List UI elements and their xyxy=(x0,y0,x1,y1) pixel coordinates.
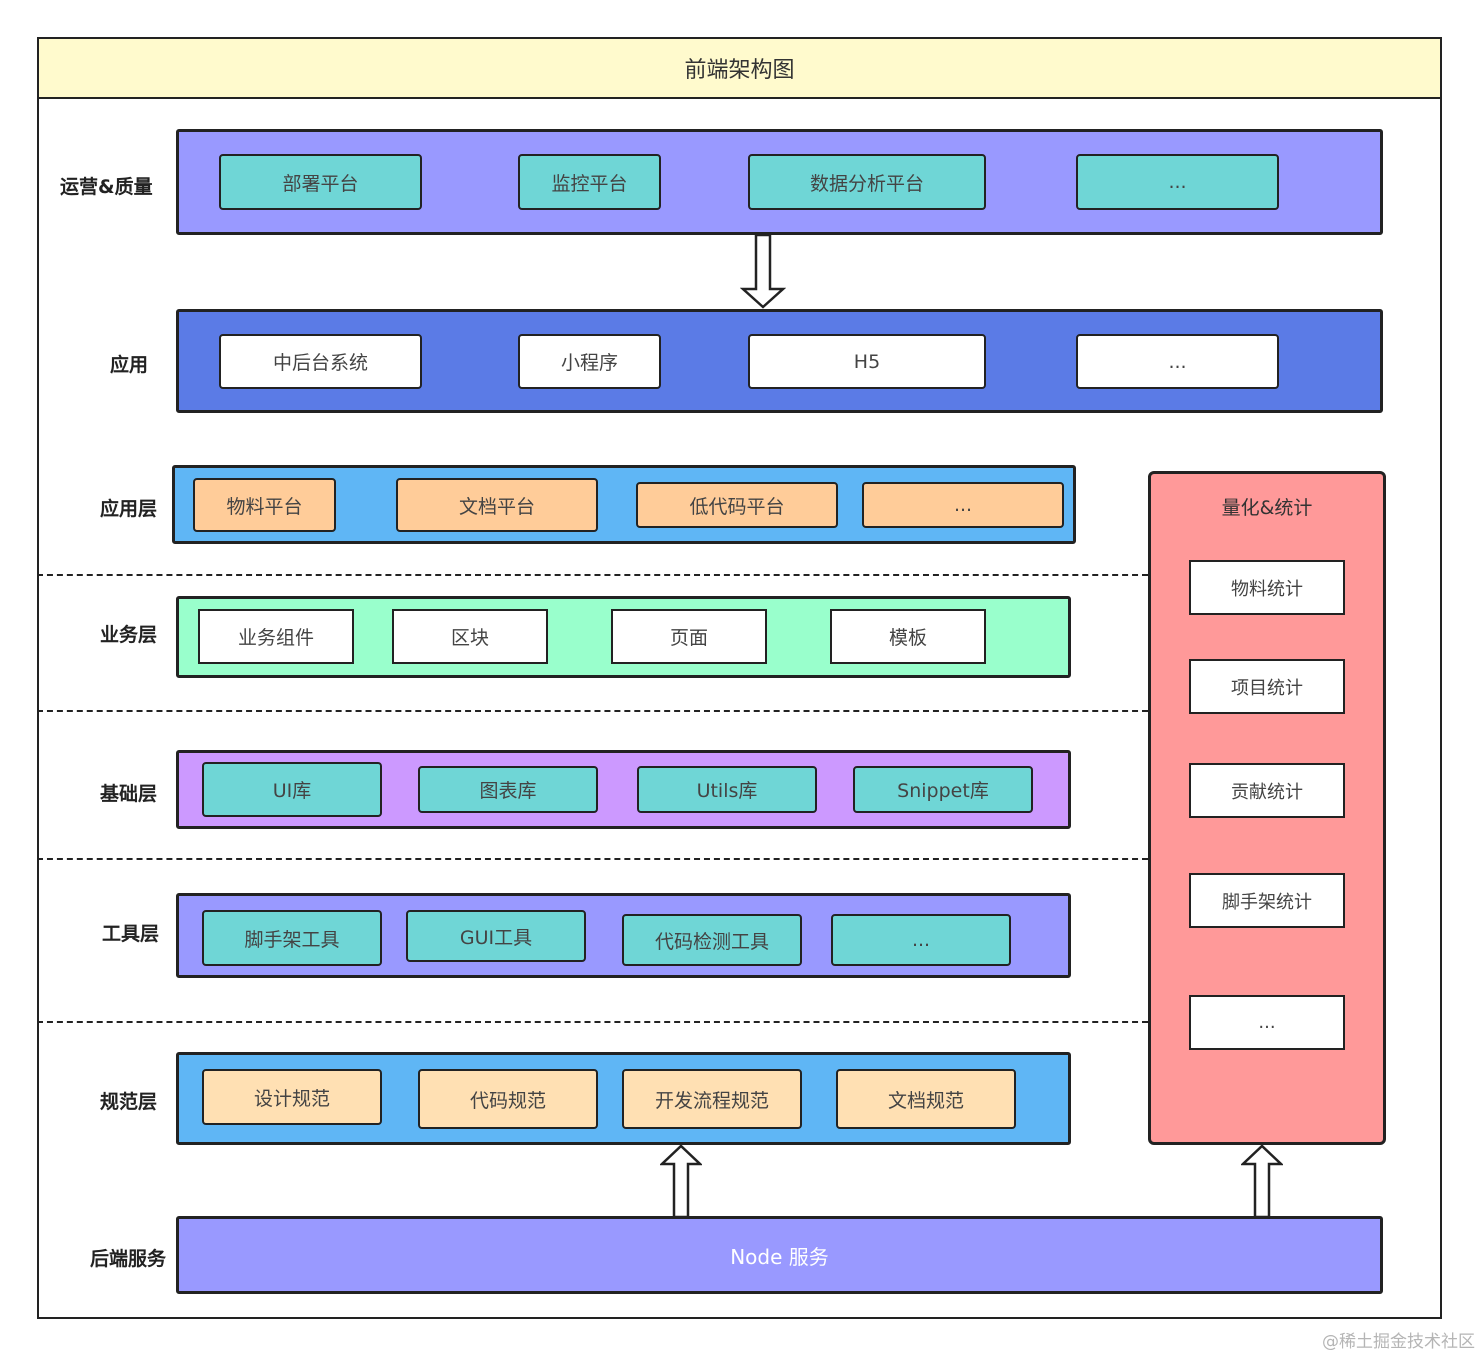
diagram-title: 前端架构图 xyxy=(37,37,1442,99)
biz-item: 业务组件 xyxy=(198,609,354,664)
row-label-base: 基础层 xyxy=(100,783,158,805)
row-label-biz: 业务层 xyxy=(100,624,158,646)
biz-item: 区块 xyxy=(392,609,548,664)
stats-item: 项目统计 xyxy=(1189,659,1345,714)
down-arrow-icon xyxy=(740,235,786,309)
app-item: ... xyxy=(1076,334,1279,389)
applayer-item: 低代码平台 xyxy=(636,482,838,528)
spec-item: 设计规范 xyxy=(202,1069,382,1125)
divider-line xyxy=(37,574,1148,576)
backend-service-label: Node 服务 xyxy=(730,1244,829,1269)
base-item: Utils库 xyxy=(637,766,817,813)
row-label-ops: 运营&质量 xyxy=(60,176,153,198)
row-label-app: 应用 xyxy=(110,354,149,376)
divider-line xyxy=(37,710,1148,712)
biz-item: 页面 xyxy=(611,609,767,664)
applayer-item: ... xyxy=(862,482,1064,528)
ops-item: 监控平台 xyxy=(518,154,661,210)
watermark: @稀土掘金技术社区 xyxy=(1322,1332,1475,1352)
biz-item: 模板 xyxy=(830,609,986,664)
tool-item: 代码检测工具 xyxy=(622,914,802,966)
divider-line xyxy=(37,1021,1148,1023)
app-item: 小程序 xyxy=(518,334,661,389)
spec-item: 开发流程规范 xyxy=(622,1069,802,1129)
stats-title: 量化&统计 xyxy=(1221,497,1313,519)
app-item: 中后台系统 xyxy=(219,334,422,389)
tool-item: ... xyxy=(831,914,1011,966)
applayer-item: 物料平台 xyxy=(193,478,336,532)
spec-item: 代码规范 xyxy=(418,1069,598,1129)
stats-item: 贡献统计 xyxy=(1189,763,1345,818)
base-item: 图表库 xyxy=(418,766,598,813)
tool-item: 脚手架工具 xyxy=(202,910,382,966)
stats-item: 脚手架统计 xyxy=(1189,873,1345,928)
spec-item: 文档规范 xyxy=(836,1069,1016,1129)
row-label-applayer: 应用层 xyxy=(100,498,158,520)
backend-band xyxy=(176,1216,1383,1294)
row-label-tool: 工具层 xyxy=(102,923,160,945)
app-item: H5 xyxy=(748,334,986,389)
up-arrow-icon xyxy=(660,1144,702,1218)
tool-item: GUI工具 xyxy=(406,910,586,962)
base-item: Snippet库 xyxy=(853,766,1033,813)
base-item: UI库 xyxy=(202,762,382,817)
stats-item: ... xyxy=(1189,995,1345,1050)
ops-item: ... xyxy=(1076,154,1279,210)
ops-item: 数据分析平台 xyxy=(748,154,986,210)
divider-line xyxy=(37,858,1148,860)
ops-item: 部署平台 xyxy=(219,154,422,210)
row-label-spec: 规范层 xyxy=(100,1091,158,1113)
row-label-backend: 后端服务 xyxy=(90,1248,167,1270)
stats-item: 物料统计 xyxy=(1189,560,1345,615)
applayer-item: 文档平台 xyxy=(396,478,598,532)
up-arrow-icon xyxy=(1241,1144,1283,1218)
